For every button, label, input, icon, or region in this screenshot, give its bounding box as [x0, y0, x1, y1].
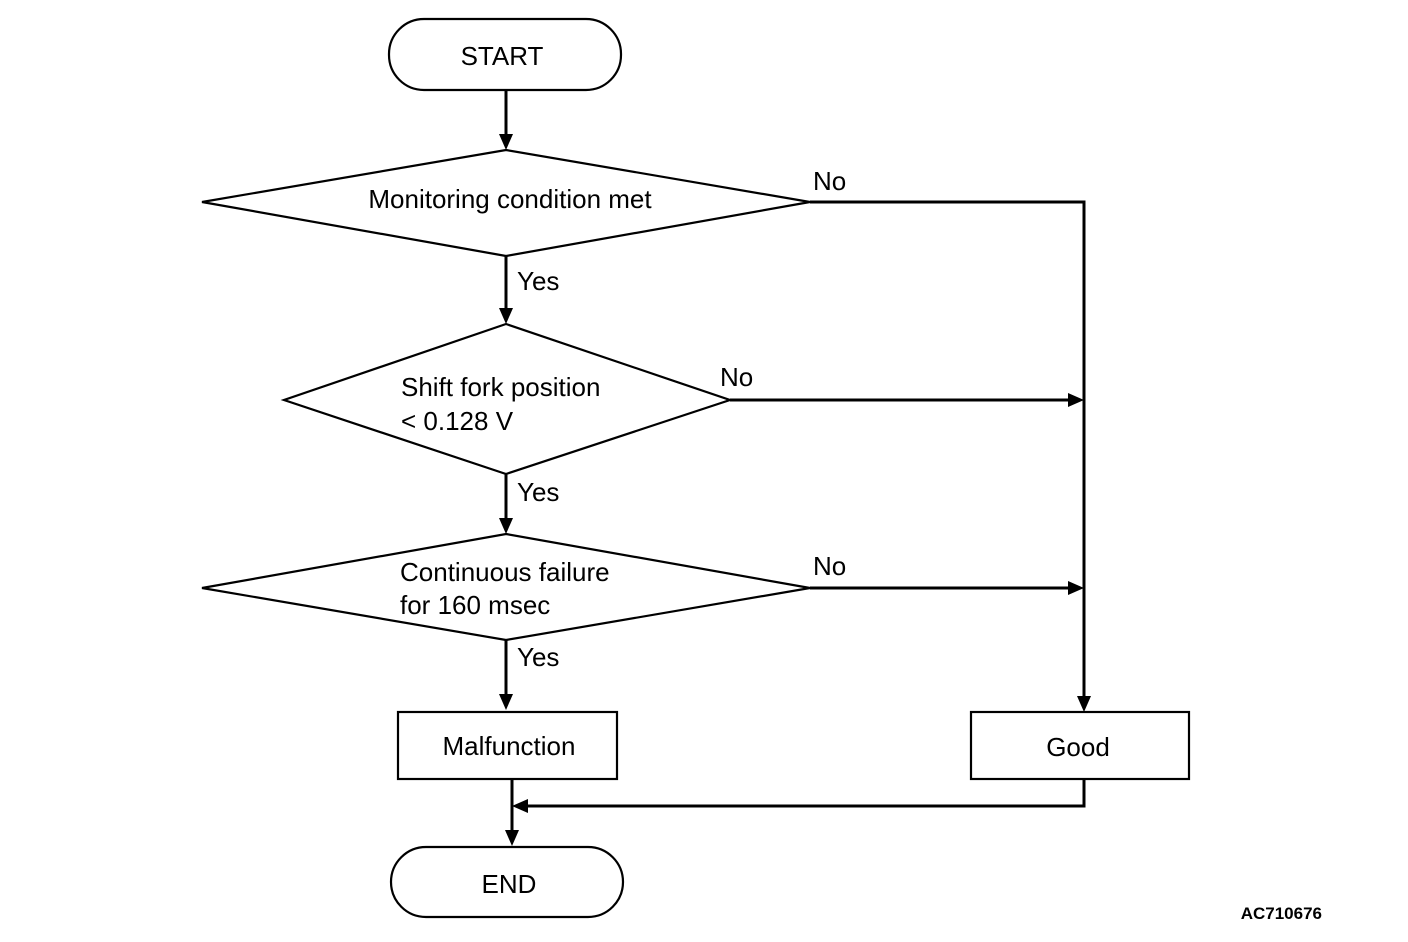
continuous-decision: Continuous failure for 160 msec: [201, 532, 811, 642]
good-label: Good: [1046, 732, 1110, 762]
monitoring-label: Monitoring condition met: [368, 184, 652, 214]
edge-labels: No Yes No Yes No Yes: [517, 166, 846, 672]
arrowhead-shift-fork-no: [1068, 393, 1084, 407]
edge-label-monitoring-yes: Yes: [517, 266, 559, 296]
continuous-diamond: [201, 532, 811, 642]
edge-label-continuous-no: No: [813, 551, 846, 581]
monitoring-diamond: [201, 148, 811, 258]
monitoring-decision: Monitoring condition met: [201, 148, 811, 258]
end-node: END: [389, 845, 625, 919]
end-terminal: [389, 845, 625, 919]
connector-good-to-end: [524, 780, 1086, 808]
malfunction-label: Malfunction: [443, 731, 576, 761]
arrowhead-to-shift-fork: [499, 308, 513, 324]
shift-fork-decision: Shift fork position < 0.128 V: [280, 322, 734, 476]
connectors: [504, 90, 1086, 832]
edge-label-monitoring-no: No: [813, 166, 846, 196]
good-node: Good: [969, 710, 1191, 781]
edge-label-continuous-yes: Yes: [517, 642, 559, 672]
arrowheads: [499, 134, 1091, 846]
edge-label-shift-fork-yes: Yes: [517, 477, 559, 507]
arrowhead-to-end: [505, 830, 519, 846]
malfunction-node: Malfunction: [396, 710, 619, 781]
edge-label-shift-fork-no: No: [720, 362, 753, 392]
shift-fork-label-line1: Shift fork position: [401, 372, 600, 402]
continuous-label-line2: for 160 msec: [400, 590, 550, 620]
connector-monitoring-no: [810, 200, 1086, 698]
end-label: END: [482, 869, 537, 899]
shift-fork-diamond: [280, 322, 734, 476]
arrowhead-continuous-no: [1068, 581, 1084, 595]
arrowhead-good-to-end-join: [512, 799, 528, 813]
arrowhead-to-monitoring: [499, 134, 513, 150]
figure-id: AC710676: [1241, 904, 1322, 923]
arrowhead-to-continuous: [499, 518, 513, 534]
continuous-label-line1: Continuous failure: [400, 557, 610, 587]
shift-fork-label-line2: < 0.128 V: [401, 406, 514, 436]
arrowhead-to-good: [1077, 696, 1091, 712]
arrowhead-to-malfunction: [499, 694, 513, 710]
start-terminal: [387, 17, 623, 92]
malfunction-box: [396, 710, 619, 781]
start-node: START: [387, 17, 623, 92]
start-label: START: [461, 41, 544, 71]
good-box: [969, 710, 1191, 781]
